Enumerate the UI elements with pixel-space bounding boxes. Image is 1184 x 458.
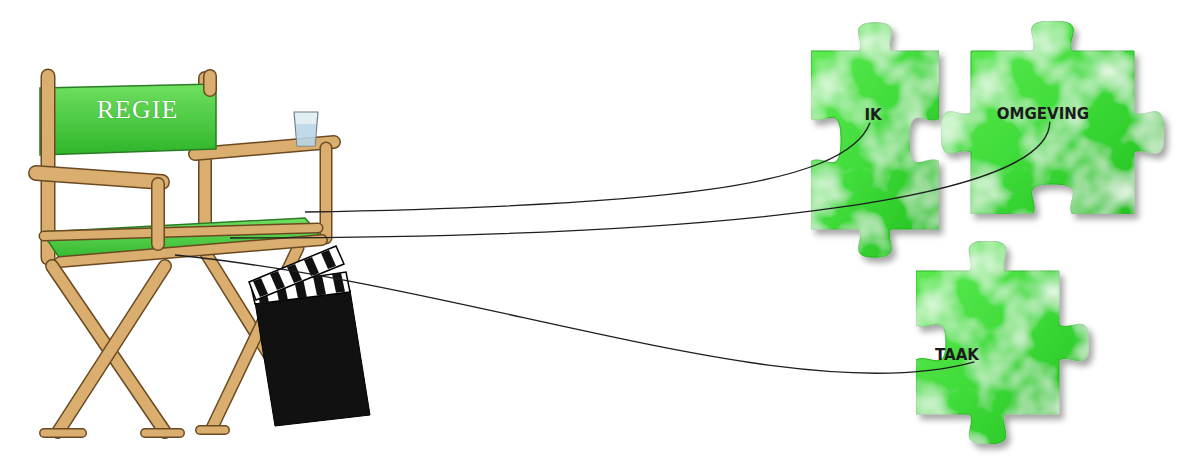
connector-line (175, 255, 975, 373)
puzzle-outline (880, 235, 1095, 450)
connector-line (230, 122, 1050, 238)
connector-line (305, 123, 870, 212)
puzzle-piece: OMGEVING (935, 15, 1170, 250)
piece-label: IK (843, 107, 903, 124)
chair-drawing (30, 70, 385, 445)
puzzle-outline (935, 15, 1170, 250)
chair-label: REGIE (70, 96, 205, 125)
piece-label: OMGEVING (975, 106, 1111, 123)
puzzle-piece: TAAK (880, 235, 1095, 450)
director-chair: REGIE (30, 70, 385, 445)
piece-label: TAAK (922, 347, 992, 364)
